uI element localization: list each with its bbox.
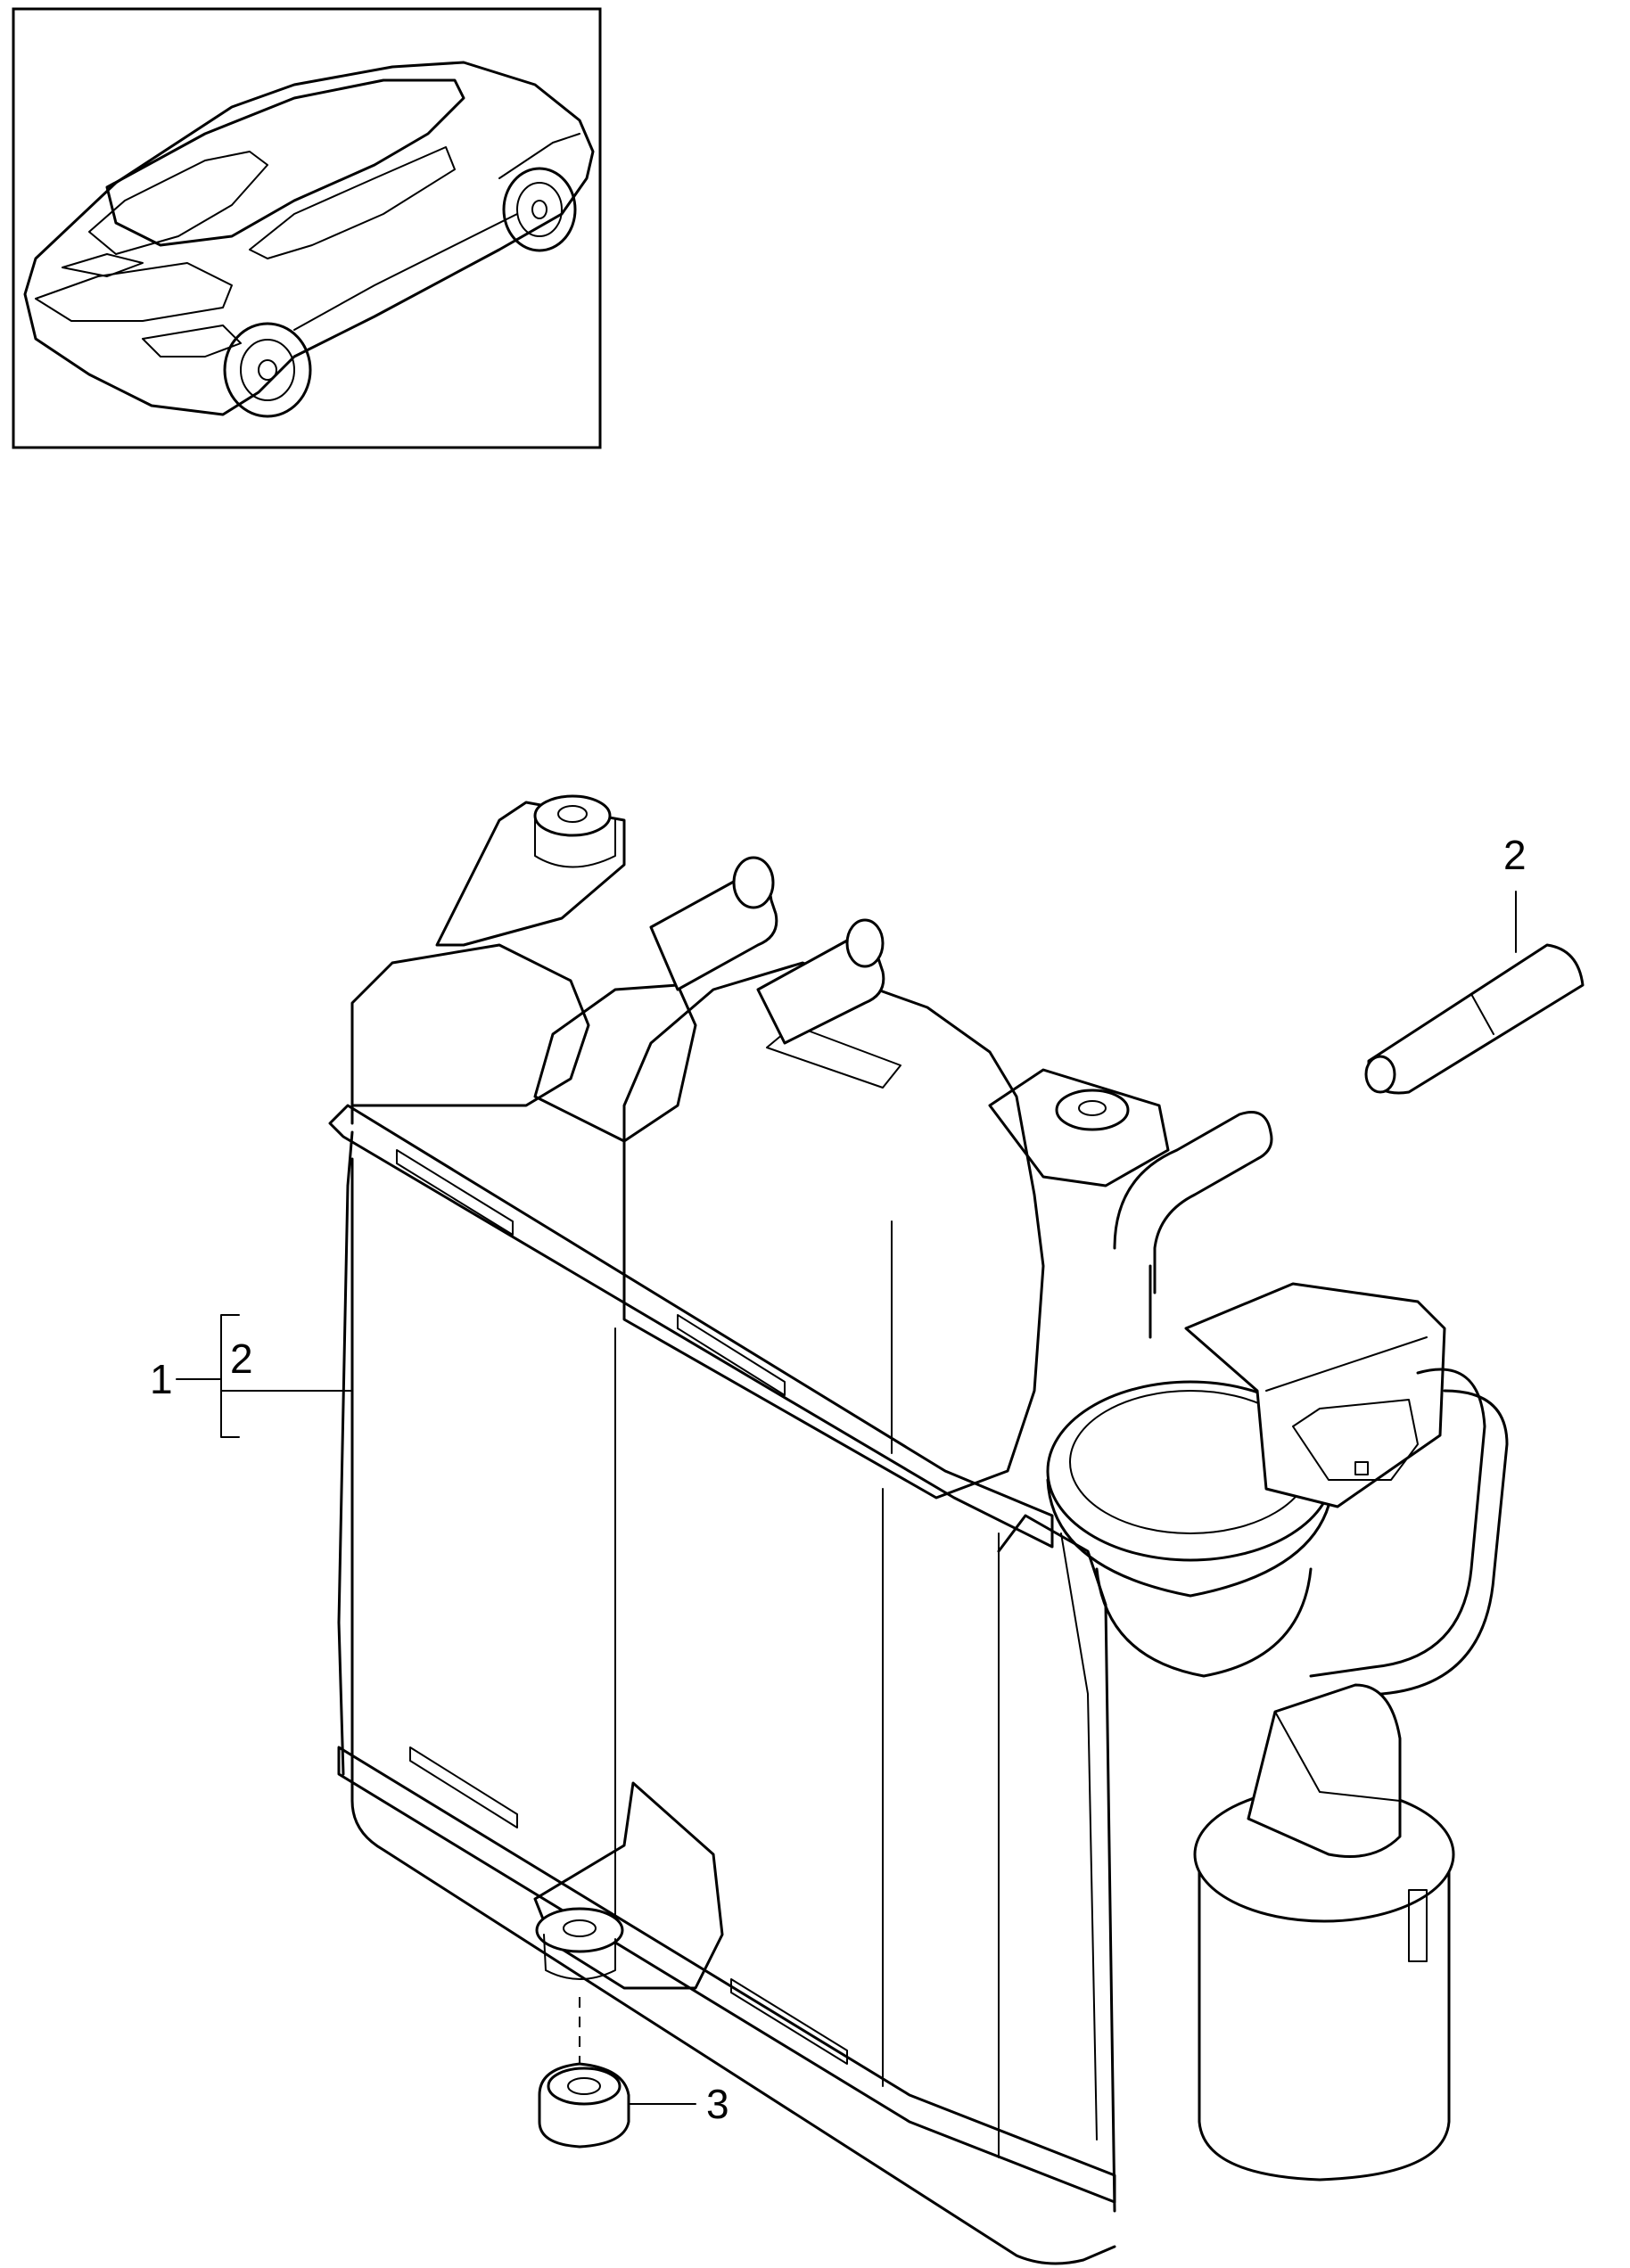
callout-2-top: 2 [1503, 832, 1527, 878]
lower-bracket [533, 1781, 724, 1990]
filter-canister [1198, 1853, 1451, 2182]
callout-1-sub-2: 2 [230, 1335, 253, 1382]
rubber-mount-right [1055, 1089, 1130, 1131]
rubber-mount-top [533, 794, 612, 837]
canister-top-rim [328, 1104, 1054, 1549]
canister-assembly [328, 794, 1509, 2265]
part-2-sleeve [1364, 943, 1585, 1095]
callout-1: 1 [150, 1356, 173, 1402]
leader-lines [176, 891, 1517, 2105]
vent-hose [1113, 1111, 1273, 1294]
rubber-mount-bottom [535, 1907, 624, 1953]
solenoid-connector [1184, 1282, 1446, 1508]
callout-3: 3 [706, 2081, 729, 2127]
canister-body-left [350, 1157, 1116, 2265]
vehicle-thumbnail [12, 7, 602, 449]
part-3-nut [538, 2062, 630, 2149]
